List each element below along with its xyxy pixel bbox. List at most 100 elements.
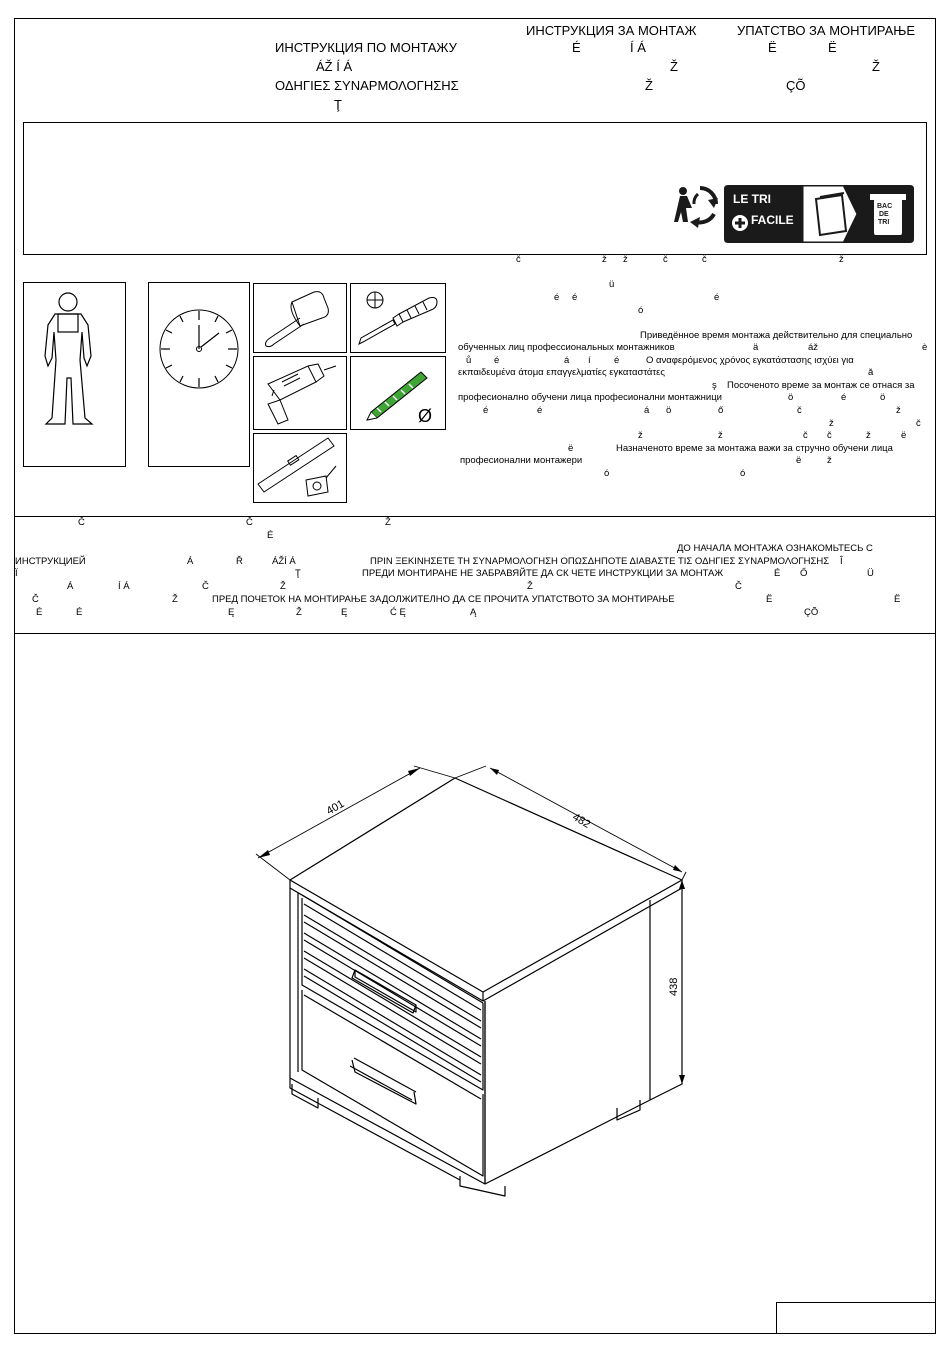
power-drill-icon [267, 363, 337, 425]
garbled-text: é [537, 405, 543, 416]
garbled-text: Ő [800, 568, 808, 579]
rubber-mallet-icon [265, 291, 329, 348]
phillips-screwdriver-icon [358, 291, 438, 345]
garbled-text: Ë [766, 594, 773, 605]
garbled-text: é [572, 292, 578, 303]
garbled-text: č [516, 254, 521, 265]
garbled-text: č [797, 405, 802, 416]
garbled-text: Ž [280, 581, 286, 592]
garbled-text: é [614, 355, 620, 366]
garbled-text: ÇÕ [786, 78, 806, 93]
garbled-text: ž [623, 254, 628, 265]
nightstand-drawing [255, 765, 687, 1197]
garbled-text: É [572, 40, 581, 55]
garbled-text: Í Á [630, 40, 646, 55]
garbled-text: é [841, 392, 847, 403]
title-ru: ИНСТРУКЦИЯ ПО МОНТАЖУ [275, 40, 457, 55]
garbled-text: Ž [296, 607, 302, 618]
level-panel [253, 433, 347, 503]
garbled-text: ö [880, 392, 886, 403]
garbled-text: é [483, 405, 489, 416]
garbled-text: Í Á [118, 581, 130, 592]
garbled-text: ë [901, 430, 907, 441]
garbled-text: Ţ [334, 97, 342, 112]
time-note-sr: Назначеното време за монтажа важи за стр… [616, 443, 893, 454]
garbled-text: ž [896, 405, 901, 416]
garbled-text: ö [666, 405, 672, 416]
garbled-text: Ę [341, 607, 348, 618]
diameter-symbol: Ø [418, 406, 433, 426]
title-el: ΟΔΗΓΙΕΣ ΣΥΝΑΡΜΟΛΟΓΗΣΗΣ [275, 78, 459, 93]
garbled-text: ó [740, 468, 746, 479]
time-note-bg: Посоченото време за монтаж се отнася за [727, 380, 915, 391]
garbled-text: Á [187, 556, 194, 567]
garbled-text: ó [638, 305, 644, 316]
warning-el: ΠΡΙΝ ΞΕΚΙΝΗΣΕΤΕ ΤΗ ΣΥΝΑΡΜΟΛΟΓΗΣΗ ΟΠΩΣΔΗΠ… [370, 556, 830, 567]
garbled-text: Ž [385, 517, 391, 528]
garbled-text: č [702, 254, 707, 265]
drill-panel [253, 356, 347, 430]
time-note-el: εκπαιδευμένα άτομα επαγγελματίες εγκατασ… [458, 367, 665, 378]
garbled-text: á [564, 355, 570, 366]
garbled-text: Ž [872, 59, 880, 74]
garbled-text: í [588, 355, 591, 366]
page-number-box [776, 1302, 936, 1334]
garbled-text: ä [753, 342, 759, 353]
clock-icon [159, 309, 239, 389]
title-bg: ИНСТРУКЦИЯ ЗА МОНТАЖ [526, 23, 697, 38]
garbled-text: č [916, 418, 921, 429]
garbled-text: É [774, 568, 781, 579]
garbled-text: ž [827, 455, 832, 466]
garbled-text: č [663, 254, 668, 265]
garbled-text: ë [796, 455, 802, 466]
triman-recycling-icon [674, 186, 718, 228]
garbled-text: Č [32, 594, 39, 605]
warning-bg: ПРЕДИ МОНТИРАНЕ НЕ ЗАБРАВЯЙТЕ ДА СК ЧЕТЕ… [362, 568, 724, 579]
garbled-text: Ë [828, 40, 837, 55]
garbled-text: Č [202, 581, 209, 592]
garbled-text: É [267, 530, 274, 541]
garbled-text: ö [788, 392, 794, 403]
garbled-text: ë [568, 443, 574, 454]
warning-ru: ИНСТРУКЦИЕЙ [15, 556, 86, 567]
garbled-text: ž [866, 430, 871, 441]
time-note-ru: обученных лиц профессиональных монтажник… [458, 342, 675, 353]
garbled-text: Č [78, 517, 85, 528]
garbled-text: ó [604, 468, 610, 479]
garbled-text: Á [67, 581, 74, 592]
garbled-text: ÁŽ Í Á [316, 59, 353, 74]
garbled-text: Ą [470, 607, 477, 618]
garbled-text: Î [840, 556, 843, 567]
section-divider [14, 516, 936, 517]
garbled-text: ž [602, 254, 607, 265]
garbled-text: ÇÕ [804, 607, 819, 618]
bin-text: TRI [878, 219, 890, 226]
garbled-text: č [803, 430, 808, 441]
garbled-text: Ï [15, 568, 18, 579]
garbled-text: ů [466, 355, 472, 366]
title-sr: УПАТСТВО ЗА МОНТИРАЊЕ [737, 23, 916, 38]
height-dimension: 438 [668, 977, 680, 996]
person-panel [23, 282, 126, 467]
worker-icon [44, 292, 94, 425]
warning-sr: ПРЕД ПОЧЕТОК НА МОНТИРАЊЕ ЗАДОЛЖИТЕЛНО Д… [212, 594, 675, 605]
garbled-text: ž [718, 430, 723, 441]
page-frame [14, 18, 936, 1334]
section-divider [14, 633, 936, 634]
logo-text: FACILE [751, 213, 794, 227]
garbled-text: è [922, 342, 928, 353]
garbled-text: Ë [768, 40, 777, 55]
garbled-text: Ř [236, 556, 243, 567]
garbled-text: É [76, 607, 83, 618]
garbled-text: É [36, 607, 43, 618]
garbled-text: Ž [172, 594, 178, 605]
garbled-text: Ë [894, 594, 901, 605]
garbled-text: á [644, 405, 650, 416]
time-note-el: Ο αναφερόμενος χρόνος εγκατάστασης ισχύε… [646, 355, 854, 366]
time-note-ru: Приведённое время монтажа действительно … [640, 330, 913, 341]
garbled-text: Ę [228, 607, 235, 618]
warning-ru: ДО НАЧАЛА МОНТАЖА ОЗНАКОМЬТЕСЬ С [677, 543, 873, 554]
time-note-sr: професионални монтажери [460, 455, 583, 466]
garbled-text: ÁŽÍ Á [272, 556, 296, 567]
garbled-text: ž [839, 254, 844, 265]
